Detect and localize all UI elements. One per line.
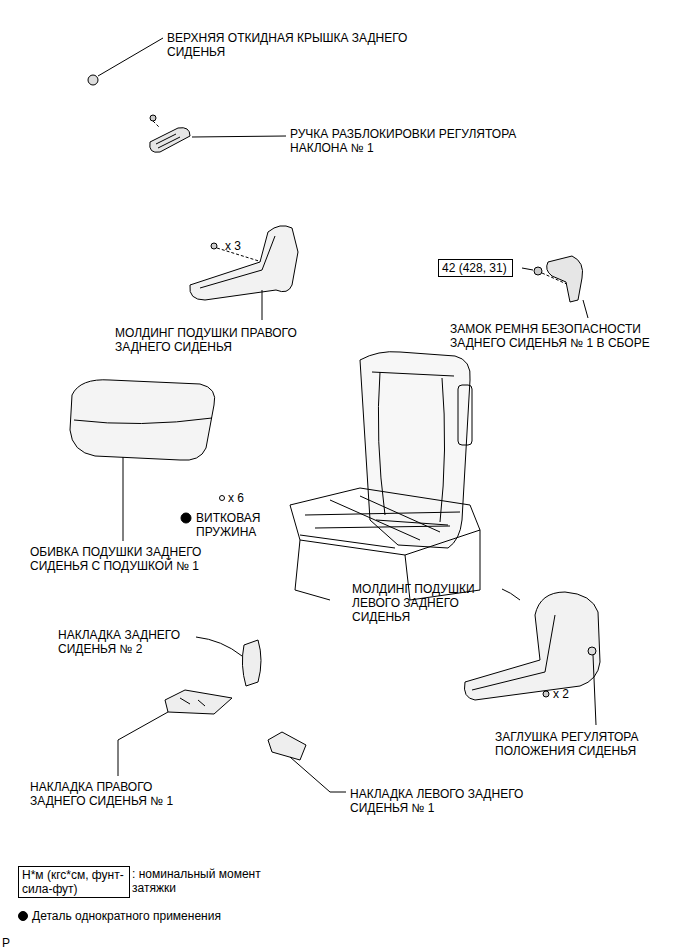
plug [588,647,596,655]
part-label: ОБИВКА ПОДУШКИ ЗАДНЕГО СИДЕНЬЯ С ПОДУШКО… [30,545,260,573]
seat-back [360,352,470,548]
part-label-text: НАКЛАДКА ЛЕВОГО ЗАДНЕГО СИДЕНЬЯ № 1 [350,787,523,815]
screw [150,115,156,121]
screw [543,691,549,697]
seat-belt-buckle [547,256,583,302]
part-label-text: МОЛДИНГ ПОДУШКИ ЛЕВОГО ЗАДНЕГО СИДЕНЬЯ [352,582,475,624]
legend-text: : номинальный момент затяжки [132,867,261,895]
part-label-text: ЗАГЛУШКА РЕГУЛЯТОРА ПОЛОЖЕНИЯ СИДЕНЬЯ [495,730,639,758]
leader-line [290,757,346,792]
part-label: x 3 [225,239,265,253]
part-label-text: P [2,936,10,950]
screw [211,243,217,249]
single-use-mark [181,513,191,523]
part-label-text: ЗАМОК РЕМНЯ БЕЗОПАСНОСТИ ЗАДНЕГО СИДЕНЬЯ… [450,322,650,350]
leader-line [522,268,533,270]
part-label-text: x 3 [225,239,241,253]
cushion-seam [74,418,212,424]
leader-line [123,457,124,541]
part-label: x 2 [553,687,593,701]
molding-edge [472,615,555,690]
part-label: ВИТКОВАЯ ПРУЖИНА [196,511,286,539]
part-label-text: x 6 [228,491,244,505]
part-label: ЗАГЛУШКА РЕГУЛЯТОРА ПОЛОЖЕНИЯ СИДЕНЬЯ [495,730,680,758]
spec-text: 42 (428, 31) [442,261,509,275]
part-label-text: ВЕРХНЯЯ ОТКИДНАЯ КРЫШКА ЗАДНЕГО СИДЕНЬЯ [167,31,407,59]
part-label: МОЛДИНГ ПОДУШКИ ЛЕВОГО ЗАДНЕГО СИДЕНЬЯ [352,582,492,624]
legend-entry: Деталь однократного применения [32,909,332,923]
part-label-text: РУЧКА РАЗБЛОКИРОВКИ РЕГУЛЯТОРА НАКЛОНА №… [290,127,516,155]
right-cover-1 [165,690,232,714]
leader-line [192,136,286,137]
leader-line [262,290,263,320]
part-label-text: x 2 [553,687,569,701]
part-label-text: ВИТКОВАЯ ПРУЖИНА [196,511,260,539]
leader-line [583,300,588,318]
cover-detail [180,698,205,706]
cover-2 [242,640,261,686]
legend-dot [19,912,28,921]
frame-springs [300,496,460,548]
seat-back-seams [372,372,454,525]
part-label: P [2,936,22,950]
part-label-text: ОБИВКА ПОДУШКИ ЗАДНЕГО СИДЕНЬЯ С ПОДУШКО… [30,545,201,573]
spec-box: Н*м (кгс*см, фунт-сила-фут) [18,866,130,898]
handle-ribs [156,134,180,148]
dash-line [153,121,160,128]
part-label: РУЧКА РАЗБЛОКИРОВКИ РЕГУЛЯТОРА НАКЛОНА №… [290,127,560,155]
cushion-frame [290,488,480,555]
legend-text: Деталь однократного применения [32,909,221,923]
release-handle [150,128,190,153]
nut [534,267,542,275]
leader-line [98,38,163,76]
cushion-cover [70,380,215,460]
spring-clip [220,496,225,501]
part-label: МОЛДИНГ ПОДУШКИ ПРАВОГО ЗАДНЕГО СИДЕНЬЯ [115,326,345,354]
spec-box: 42 (428, 31) [438,259,513,277]
part-label-text: НАКЛАДКА ПРАВОГО ЗАДНЕГО СИДЕНЬЯ № 1 [30,780,173,808]
left-cover-1 [268,732,306,760]
leader-line [196,637,242,656]
leader-line [502,589,520,600]
leader-line [593,655,596,725]
leader-line [118,712,168,776]
left-molding [464,592,600,700]
part-label: ЗАМОК РЕМНЯ БЕЗОПАСНОСТИ ЗАДНЕГО СИДЕНЬЯ… [450,322,682,350]
right-molding [190,226,298,300]
part-label-text: МОЛДИНГ ПОДУШКИ ПРАВОГО ЗАДНЕГО СИДЕНЬЯ [115,326,297,354]
cover-part [88,75,98,85]
part-label: x 6 [228,491,268,505]
side-panel [458,385,472,445]
part-label: НАКЛАДКА ЛЕВОГО ЗАДНЕГО СИДЕНЬЯ № 1 [350,787,525,815]
part-label: ВЕРХНЯЯ ОТКИДНАЯ КРЫШКА ЗАДНЕГО СИДЕНЬЯ [167,31,452,59]
part-label-text: НАКЛАДКА ЗАДНЕГО СИДЕНЬЯ № 2 [58,628,180,656]
part-label: НАКЛАДКА ПРАВОГО ЗАДНЕГО СИДЕНЬЯ № 1 [30,780,205,808]
legend-entry: : номинальный момент затяжки [132,867,262,895]
part-label: НАКЛАДКА ЗАДНЕГО СИДЕНЬЯ № 2 [58,628,203,656]
spec-text: Н*м (кгс*см, фунт-сила-фут) [22,868,126,896]
molding-edge [200,236,275,288]
